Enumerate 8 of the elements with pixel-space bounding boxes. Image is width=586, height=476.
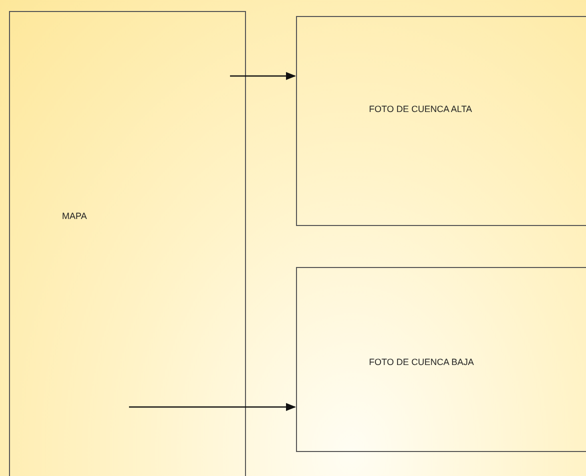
frame-box bbox=[9, 11, 246, 476]
box-label: MAPA bbox=[62, 210, 87, 223]
frame-box bbox=[296, 16, 586, 226]
box-label: FOTO DE CUENCA BAJA bbox=[369, 356, 474, 369]
arrow bbox=[129, 403, 296, 411]
frame-box bbox=[296, 267, 586, 452]
box-label: FOTO DE CUENCA ALTA bbox=[369, 103, 472, 116]
arrow bbox=[230, 72, 296, 80]
